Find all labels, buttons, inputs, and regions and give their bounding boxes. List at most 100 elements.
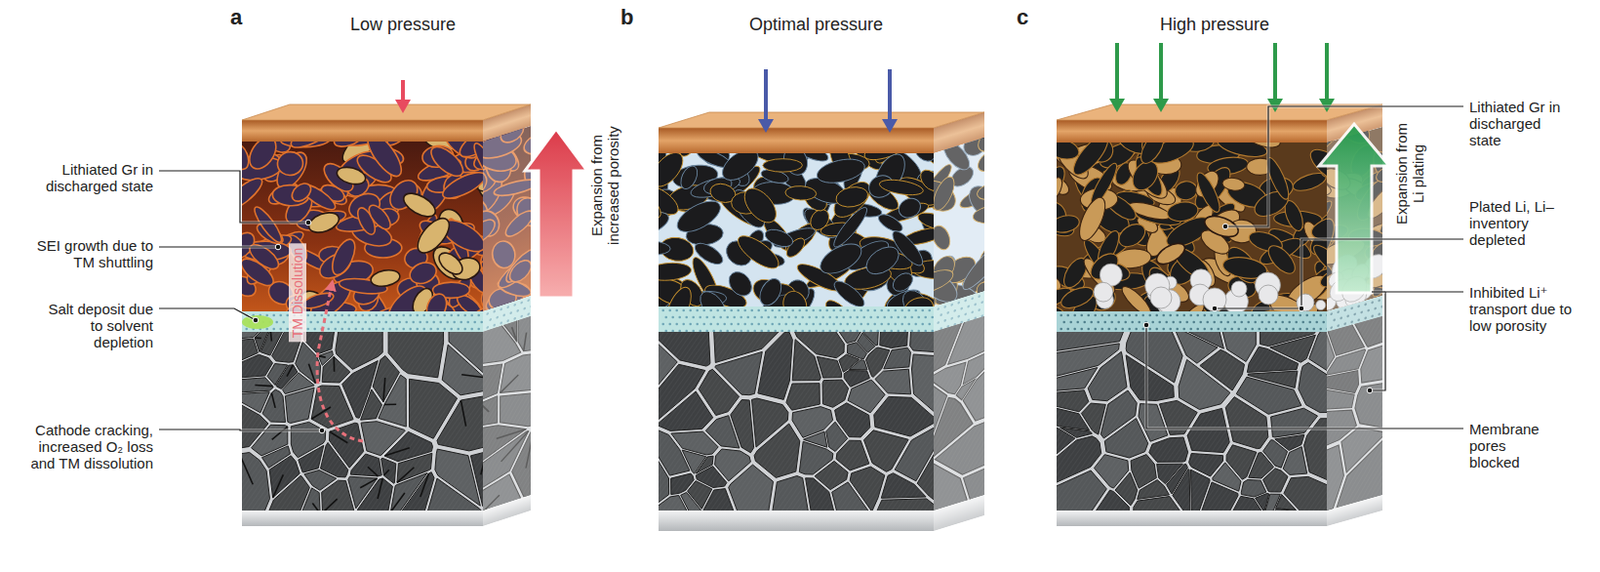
- separator-pore: [832, 309, 836, 313]
- separator-pore: [316, 320, 320, 324]
- particle-crack: [480, 451, 483, 476]
- graphite-particle: [1309, 240, 1327, 285]
- separator-pore: [907, 309, 911, 313]
- separator-pore: [828, 316, 832, 320]
- pressure-arrow-head: [1153, 98, 1169, 113]
- top-face: [658, 112, 985, 128]
- side-shade: [482, 316, 531, 511]
- particle-texture: [758, 331, 793, 400]
- separator-pore: [1253, 320, 1257, 324]
- separator-pore: [1216, 327, 1220, 331]
- particle-crack: [460, 400, 466, 427]
- separator-pore: [1182, 327, 1186, 331]
- graphite-particle: [756, 275, 787, 307]
- particle-texture: [839, 354, 860, 372]
- separator-pore: [456, 327, 460, 331]
- pressure-arrow-shaft: [1159, 42, 1163, 101]
- graphite-particle: [1153, 239, 1189, 269]
- particle-crack: [322, 498, 338, 511]
- annotation-label: Expansion from Li plating: [1393, 120, 1427, 228]
- graphite-particle: [406, 258, 440, 287]
- particle-texture: [1246, 346, 1298, 372]
- separator-pore: [1182, 314, 1186, 318]
- particle-texture: [876, 498, 934, 511]
- separator-pore: [798, 309, 801, 313]
- separator-pore: [1141, 314, 1145, 318]
- leader-dot: [1298, 305, 1305, 312]
- particle-texture: [705, 415, 740, 448]
- graphite-particle: [364, 201, 395, 234]
- separator-pore: [333, 314, 337, 318]
- separator-pore: [377, 320, 381, 324]
- separator-pore: [794, 329, 798, 332]
- particle-texture: [658, 429, 690, 476]
- separator: [241, 311, 483, 332]
- callout-label: Inhibited Li⁺ transport due to low poros…: [1469, 283, 1577, 334]
- separator-pore: [1151, 320, 1155, 324]
- separator-pore: [886, 309, 890, 313]
- separator-pore: [763, 309, 767, 313]
- anode-background: [1056, 142, 1327, 312]
- separator-pore: [452, 320, 456, 324]
- separator-pore: [436, 327, 440, 331]
- separator-pore: [429, 327, 433, 331]
- separator-pore: [1178, 320, 1182, 324]
- graphite-particle: [661, 283, 697, 307]
- separator-pore: [306, 314, 310, 318]
- separator-pore: [1155, 327, 1159, 331]
- leader-halo: [159, 308, 256, 320]
- separator-pore: [1315, 320, 1319, 324]
- particle-crack: [390, 492, 405, 511]
- plated-lithium: [1093, 281, 1114, 302]
- separator-pore: [841, 329, 845, 332]
- particle-texture: [917, 448, 934, 502]
- side-shade: [933, 137, 985, 307]
- separator-pore: [265, 327, 269, 331]
- separator-pore: [725, 329, 729, 332]
- separator-pore: [388, 327, 392, 331]
- separator-pore: [1189, 327, 1193, 331]
- leader-dot: [252, 317, 259, 323]
- layer: [930, 313, 988, 514]
- cell-stack: [1022, 83, 1419, 526]
- particle-texture: [792, 339, 821, 381]
- leader-line: [1146, 324, 1464, 429]
- separator-pore: [702, 309, 706, 313]
- separator-pore: [370, 320, 374, 324]
- layer: [220, 115, 520, 343]
- separator-pore: [814, 329, 818, 332]
- separator-pore: [1137, 320, 1141, 324]
- particle-texture: [348, 476, 378, 509]
- separator-pore: [818, 322, 822, 326]
- separator-pore: [668, 309, 672, 313]
- separator-pore: [1301, 320, 1305, 324]
- separator-pore: [449, 314, 453, 318]
- leader-halo: [1369, 291, 1464, 391]
- graphite-particle: [911, 153, 934, 165]
- particle-texture: [847, 342, 868, 360]
- separator-pore: [333, 327, 337, 331]
- leader-line: [1369, 291, 1464, 391]
- layer: [1056, 510, 1327, 526]
- particle-crack: [383, 377, 386, 402]
- separator-pore: [705, 329, 709, 332]
- separator-pore: [825, 322, 829, 326]
- graphite-particle: [1115, 219, 1150, 252]
- layer-content: [658, 127, 934, 154]
- separator-pore: [360, 314, 364, 318]
- separator-pore: [404, 320, 408, 324]
- separator-pore: [281, 320, 285, 324]
- separator-pore: [671, 329, 675, 332]
- leader-line: [159, 429, 322, 431]
- layer-content: [658, 331, 934, 511]
- particle-texture: [1240, 479, 1267, 497]
- separator-pore: [716, 309, 720, 313]
- layer: [933, 494, 985, 531]
- particle-texture: [241, 331, 262, 339]
- separator-pore: [736, 309, 740, 313]
- separator-pore: [1271, 314, 1275, 318]
- separator-pore: [1069, 320, 1073, 324]
- separator-pore: [1319, 314, 1322, 318]
- separator-pore: [480, 320, 483, 324]
- particle-crack: [318, 356, 325, 359]
